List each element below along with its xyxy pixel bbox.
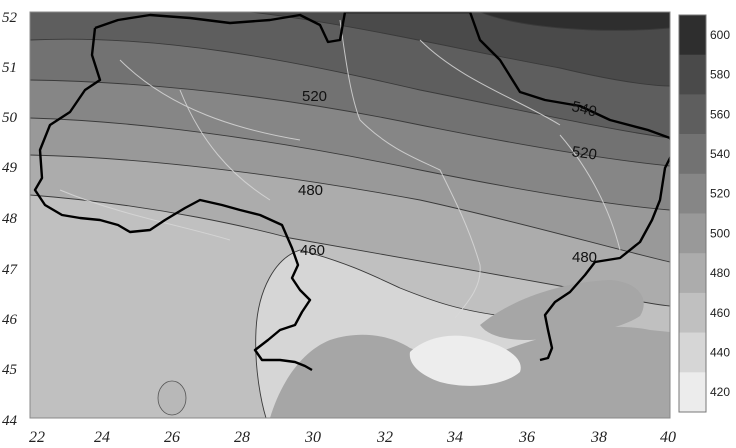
legend-level-label: 560 <box>710 107 730 121</box>
legend-level-label: 540 <box>710 147 730 161</box>
y-tick-label: 44 <box>2 413 18 429</box>
legend-swatch <box>679 54 706 95</box>
rivers <box>59 19 621 319</box>
contour-label: 520 <box>571 143 598 163</box>
sea-areas <box>270 280 670 418</box>
legend-swatch <box>679 292 706 333</box>
legend-swatch <box>679 94 706 135</box>
y-tick-label: 48 <box>2 211 18 227</box>
contour-label: 460 <box>300 242 325 259</box>
band-580-600 <box>480 12 670 31</box>
legend-colorbar: 600 580 560 540 520 500 480 460 440 420 <box>678 14 730 413</box>
y-tick-label: 49 <box>2 160 18 176</box>
x-axis: 22 24 26 28 30 32 34 36 38 40 <box>29 429 676 446</box>
legend-swatch <box>679 372 706 413</box>
x-tick-label: 32 <box>376 429 393 446</box>
country-border <box>33 12 670 372</box>
y-tick-label: 50 <box>2 110 18 126</box>
legend-swatch <box>679 332 706 373</box>
contour-label: 520 <box>302 88 327 105</box>
x-tick-label: 34 <box>446 429 463 446</box>
sea-of-azov <box>480 280 644 340</box>
y-axis: 52 51 50 49 48 47 46 45 44 <box>2 10 19 429</box>
x-tick-label: 26 <box>164 429 180 446</box>
legend-swatch <box>679 134 706 175</box>
x-tick-label: 24 <box>94 429 110 446</box>
legend-level-label: 460 <box>710 306 730 320</box>
x-tick-label: 30 <box>304 429 321 446</box>
legend-level-label: 420 <box>710 385 730 399</box>
plot-frame <box>29 11 671 419</box>
contour-label: 480 <box>298 182 323 199</box>
y-tick-label: 46 <box>2 312 18 328</box>
legend-swatch <box>679 253 706 294</box>
legend-swatch <box>679 173 706 214</box>
legend-swatch <box>679 213 706 254</box>
crimea-peninsula <box>409 335 521 386</box>
x-tick-label: 36 <box>518 429 535 446</box>
legend-level-label: 580 <box>710 68 730 82</box>
y-tick-label: 51 <box>2 60 17 76</box>
x-tick-label: 22 <box>29 429 45 446</box>
contour-label: 540 <box>570 98 598 121</box>
legend-frame <box>678 14 707 413</box>
legend-level-label: 440 <box>710 346 730 360</box>
legend-swatch <box>679 15 706 55</box>
x-tick-label: 38 <box>590 429 607 446</box>
legend-level-label: 500 <box>710 226 730 240</box>
legend-level-label: 480 <box>710 266 730 280</box>
closed-contour <box>157 380 187 416</box>
x-tick-label: 28 <box>234 429 250 446</box>
y-tick-label: 47 <box>2 262 19 278</box>
legend-level-label: 600 <box>710 28 730 42</box>
contour-label: 480 <box>572 249 597 266</box>
y-tick-label: 45 <box>2 362 18 378</box>
legend-level-label: 520 <box>710 187 730 201</box>
contour-labels: 520 540 520 480 460 480 <box>298 88 598 266</box>
x-tick-label: 40 <box>660 429 676 446</box>
y-tick-label: 52 <box>2 10 18 26</box>
